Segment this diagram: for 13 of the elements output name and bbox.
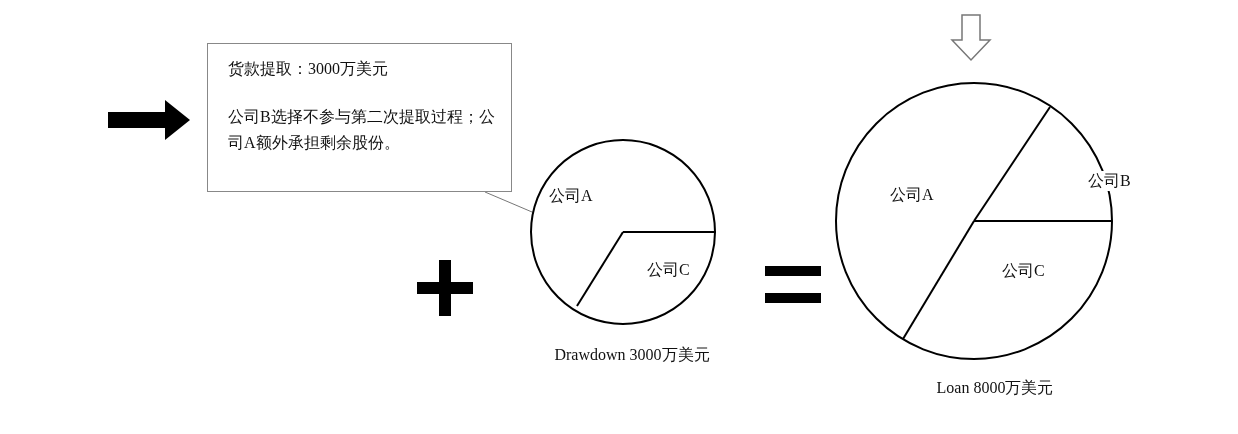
slice-label: 公司C xyxy=(1001,261,1046,281)
callout-text: 货款提取：3000万美元 xyxy=(228,59,389,79)
chart-caption: Drawdown 3000万美元 xyxy=(553,345,711,365)
block-arrow xyxy=(108,100,190,140)
callout-box xyxy=(207,43,512,192)
slice-label: 公司B xyxy=(1087,171,1132,191)
callout-text: 公司B选择不参与第二次提取过程；公司A额外承担剩余股份。 xyxy=(228,107,496,153)
block-arrow xyxy=(950,14,992,62)
slice-label: 公司A xyxy=(548,186,594,206)
chart-caption: Loan 8000万美元 xyxy=(935,378,1055,398)
slice-label: 公司A xyxy=(889,185,935,205)
slice-label: 公司C xyxy=(646,260,691,280)
leader-line xyxy=(484,191,534,213)
